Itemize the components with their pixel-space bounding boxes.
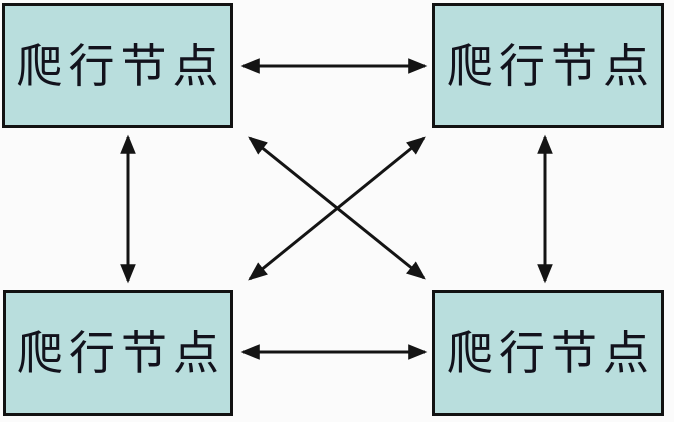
- node-label: 爬行节点: [447, 326, 655, 380]
- node-label: 爬行节点: [16, 38, 225, 93]
- edge-diagonal-tr-bl: [248, 136, 426, 281]
- node-top-left: 爬行节点: [2, 3, 233, 128]
- node-bottom-left: 爬行节点: [3, 290, 233, 416]
- node-label: 爬行节点: [447, 38, 655, 93]
- node-top-right: 爬行节点: [432, 3, 664, 128]
- node-label: 爬行节点: [17, 326, 225, 380]
- node-bottom-right: 爬行节点: [432, 290, 664, 416]
